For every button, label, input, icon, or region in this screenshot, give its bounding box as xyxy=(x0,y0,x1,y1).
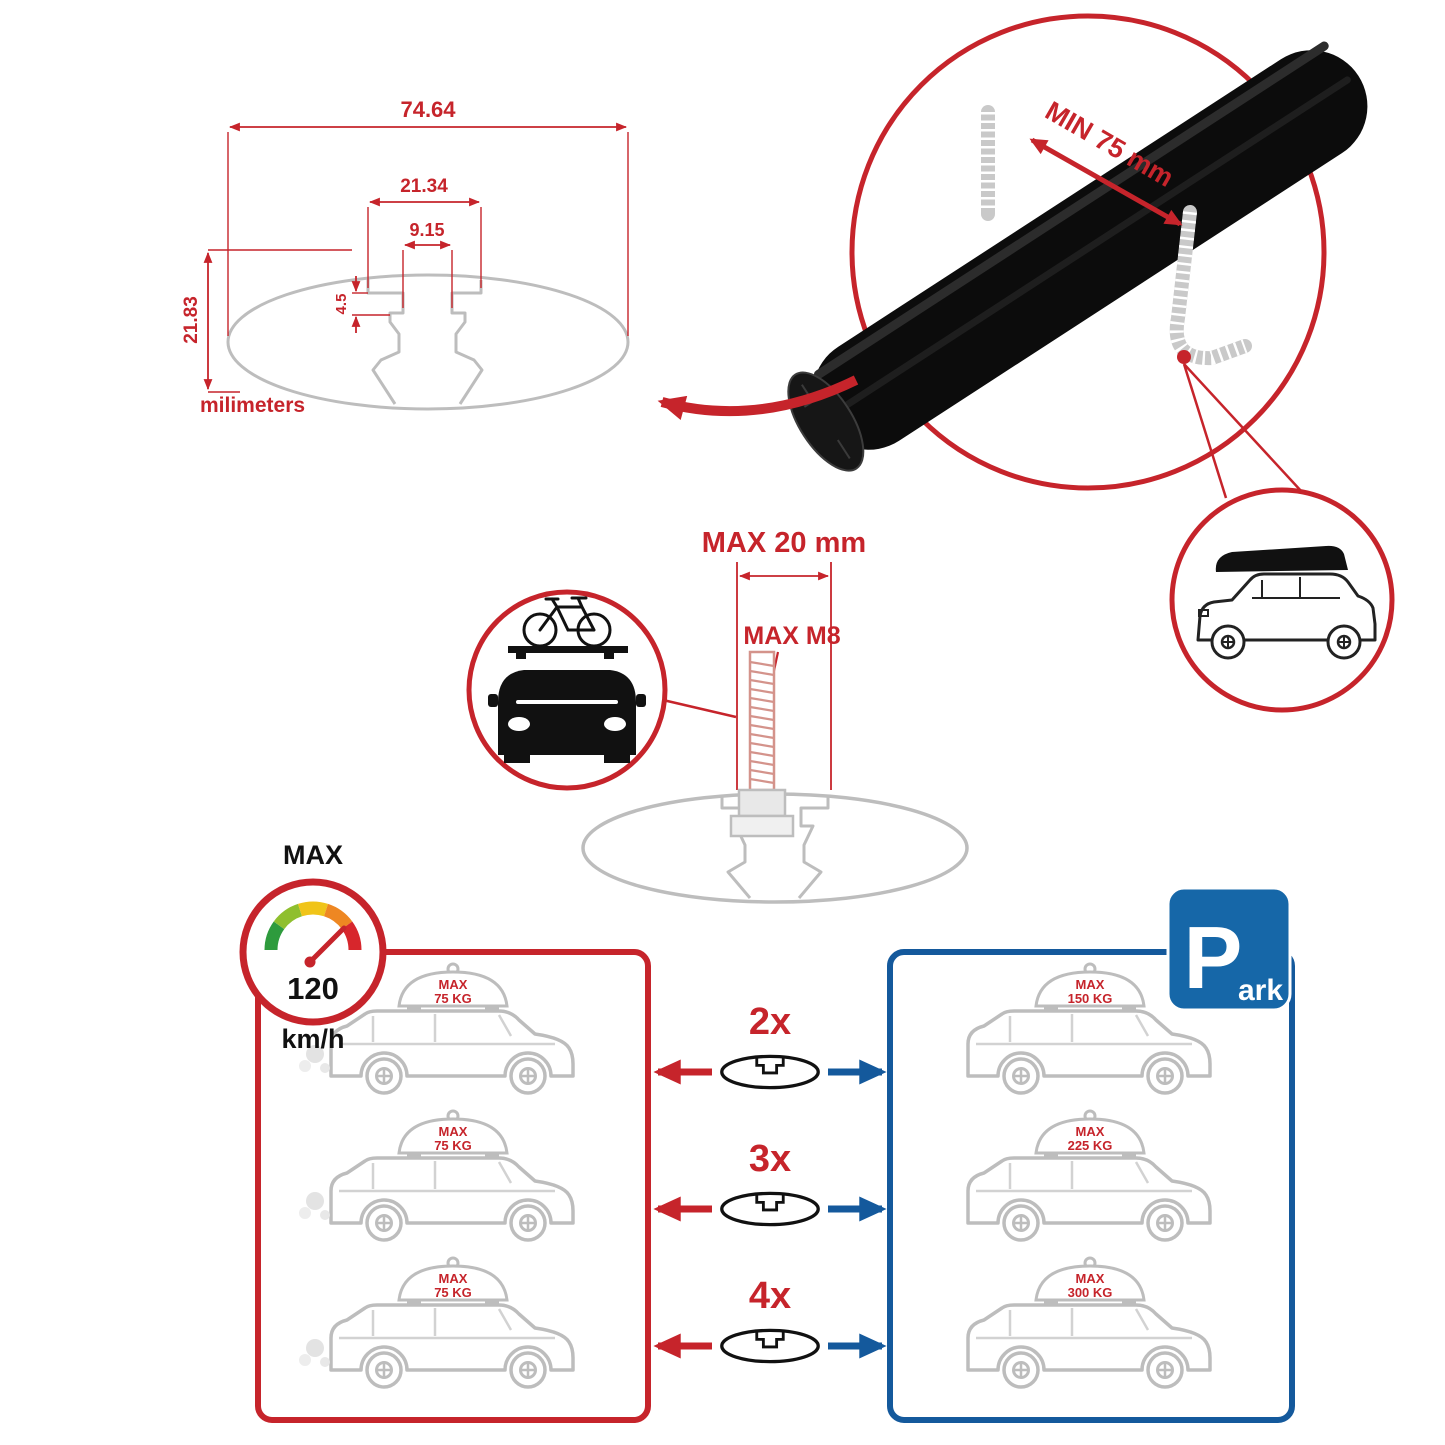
speed-limit-gauge: MAX 120 km/h xyxy=(239,840,387,1054)
suv-roofbox-icon xyxy=(1196,545,1377,660)
cargo-weight-label: 75 KG xyxy=(434,1285,472,1300)
callout-line xyxy=(1182,363,1228,499)
dim-slot-depth: 4.5 xyxy=(333,294,350,315)
bike-on-car-icon xyxy=(488,596,646,763)
park-suffix: ark xyxy=(1238,974,1283,1007)
speedometer-icon xyxy=(264,901,362,968)
speed-max-label: MAX xyxy=(283,840,343,870)
park-letter: P xyxy=(1184,908,1243,1007)
dim-total-width: 74.64 xyxy=(400,97,456,122)
car-with-cargo: MAX 75 KG xyxy=(299,1109,575,1242)
cargo-max-label: MAX xyxy=(1076,977,1105,992)
cargo-max-label: MAX xyxy=(1076,1271,1105,1286)
multiplier-label: 4x xyxy=(749,1275,791,1317)
car-with-cargo: MAX 75 KG xyxy=(299,962,575,1095)
park-sign: P ark xyxy=(1166,886,1292,1012)
car-with-cargo: MAX 300 KG xyxy=(966,1256,1212,1389)
callout-dot xyxy=(1177,350,1191,364)
multiplier-row: 4x xyxy=(653,1275,887,1364)
detail-circle xyxy=(849,13,1327,491)
multiplier-row: 3x xyxy=(653,1138,887,1227)
speed-unit: km/h xyxy=(281,1024,344,1054)
callout-line xyxy=(1183,363,1303,493)
multiplier-label: 2x xyxy=(749,1001,791,1043)
crossbar-render xyxy=(787,41,1368,472)
bolt-icon xyxy=(729,650,795,838)
u-bolt-right-icon xyxy=(1169,205,1252,366)
dim-slot-inner-width: 9.15 xyxy=(409,220,444,240)
bike-car-badge xyxy=(466,589,737,791)
cargo-weight-label: 225 KG xyxy=(1068,1138,1113,1153)
cargo-weight-label: 75 KG xyxy=(434,991,472,1006)
cargo-max-label: MAX xyxy=(439,977,468,992)
pointer-arrow xyxy=(657,375,859,420)
cargo-max-label: MAX xyxy=(439,1124,468,1139)
dim-unit-label: milimeters xyxy=(200,394,305,417)
bar-profile-icon xyxy=(720,1328,820,1364)
car-with-cargo: MAX 225 KG xyxy=(966,1109,1212,1242)
cargo-max-label: MAX xyxy=(439,1271,468,1286)
cargo-max-label: MAX xyxy=(1076,1124,1105,1139)
bolt-max-thread-label: MAX M8 xyxy=(743,622,840,650)
bar-profile-icon xyxy=(720,1054,820,1090)
car-with-cargo: MAX 75 KG xyxy=(299,1256,575,1389)
cargo-weight-label: 75 KG xyxy=(434,1138,472,1153)
cargo-weight-label: 300 KG xyxy=(1068,1285,1113,1300)
dim-slot-outer-width: 21.34 xyxy=(400,176,448,197)
cargo-weight-label: 150 KG xyxy=(1068,991,1113,1006)
bolt-spec-section: MAX 20 mm MAX M8 xyxy=(466,527,969,904)
leader-line xyxy=(662,698,737,719)
suv-roofbox-badge xyxy=(1169,487,1395,713)
dim-total-height: 21.83 xyxy=(181,296,202,344)
profile-cross-section xyxy=(226,273,630,411)
car-with-cargo: MAX 150 KG xyxy=(966,962,1212,1095)
crossbar-detail-view: MIN 75 mm xyxy=(787,13,1368,499)
speed-value: 120 xyxy=(287,971,339,1006)
multiplier-row: 2x xyxy=(653,1001,887,1090)
multiplier-label: 3x xyxy=(749,1138,791,1180)
bar-profile-icon xyxy=(720,1191,820,1227)
min-span-arrow xyxy=(1029,137,1183,227)
profile-dimension-drawing: 74.64 21.34 9.15 4.5 21.83 milimeters xyxy=(181,97,630,417)
bolt-max-length-label: MAX 20 mm xyxy=(702,527,866,559)
load-capacity-section: MAX 75 KG MAX 75 KG MAX 75 KG MAX 150 KG… xyxy=(255,949,1295,1423)
